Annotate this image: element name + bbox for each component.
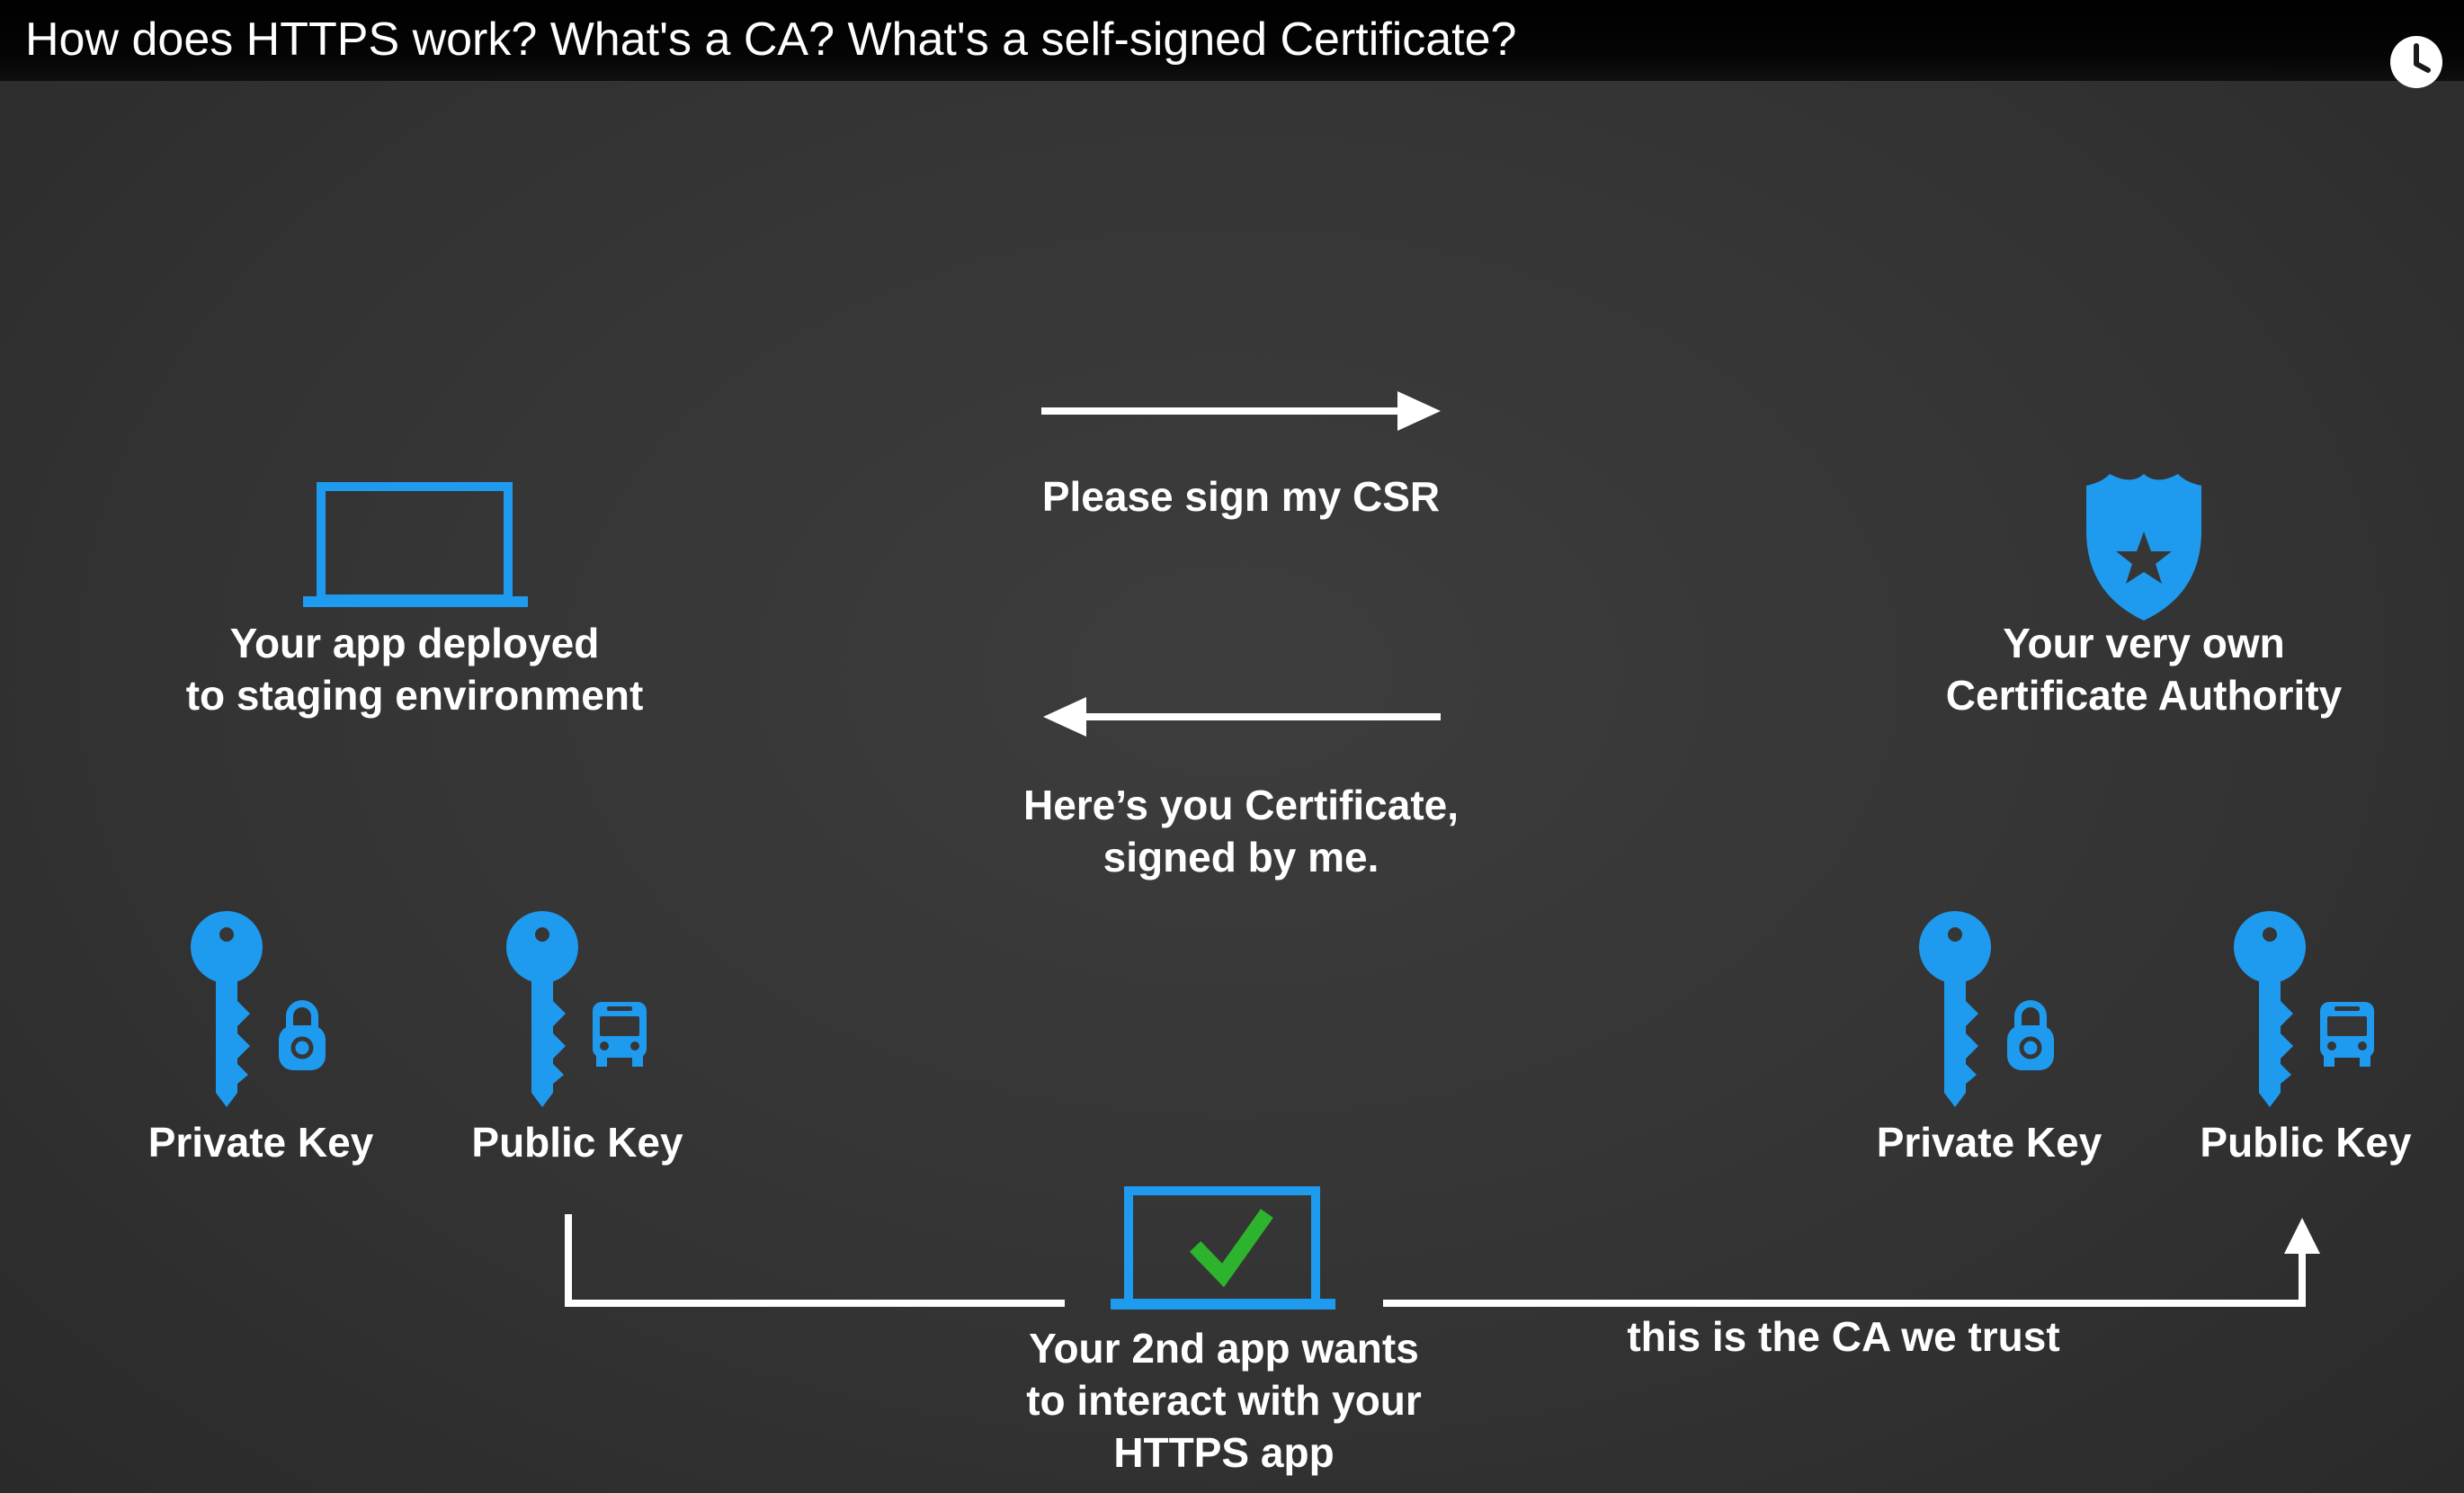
- response-arrow: [1043, 697, 1441, 737]
- request-label: Please sign my CSR: [1042, 473, 1440, 520]
- ca-public-key-label: Public Key: [2200, 1119, 2412, 1166]
- second-app-label-line3: HTTPS app: [1113, 1429, 1334, 1476]
- response-label-line1: Here’s you Certificate,: [1023, 782, 1459, 828]
- request-arrow: [1041, 391, 1441, 431]
- video-title[interactable]: How does HTTPS work? What's a CA? What's…: [25, 13, 1517, 66]
- response-label-line2: signed by me.: [1103, 834, 1379, 881]
- clock-icon[interactable]: [2388, 34, 2444, 90]
- trust-label: this is the CA we trust: [1627, 1313, 2059, 1360]
- ca-private-key-label: Private Key: [1877, 1119, 2102, 1166]
- trust-arrow: [1383, 1218, 2320, 1307]
- second-app-label-line2: to interact with your: [1026, 1377, 1422, 1424]
- app-public-key-icon: [506, 911, 578, 1107]
- second-app-label-line1: Your 2nd app wants: [1029, 1325, 1419, 1372]
- app-label-line1: Your app deployed: [230, 620, 600, 666]
- ca-public-key-icon: [2234, 911, 2306, 1107]
- ca-label-line2: Certificate Authority: [1946, 672, 2343, 719]
- ca-label-line1: Your very own: [2003, 620, 2285, 666]
- bus-icon: [593, 1002, 647, 1067]
- app-private-key-icon: [191, 911, 263, 1107]
- ca-private-key-icon: [1919, 911, 1991, 1107]
- laptop-icon: [303, 482, 528, 607]
- app-private-key-label: Private Key: [148, 1119, 374, 1166]
- bus-icon: [2320, 1002, 2374, 1067]
- connector-left: [565, 1214, 1065, 1307]
- video-title-bar: How does HTTPS work? What's a CA? What's…: [0, 0, 2464, 88]
- app-public-key-label: Public Key: [471, 1119, 683, 1166]
- lock-icon: [2007, 1004, 2054, 1070]
- police-badge-icon: [2086, 474, 2201, 621]
- app-label-line2: to staging environment: [186, 672, 644, 719]
- laptop-check-icon: [1111, 1186, 1335, 1310]
- lock-icon: [279, 1004, 326, 1070]
